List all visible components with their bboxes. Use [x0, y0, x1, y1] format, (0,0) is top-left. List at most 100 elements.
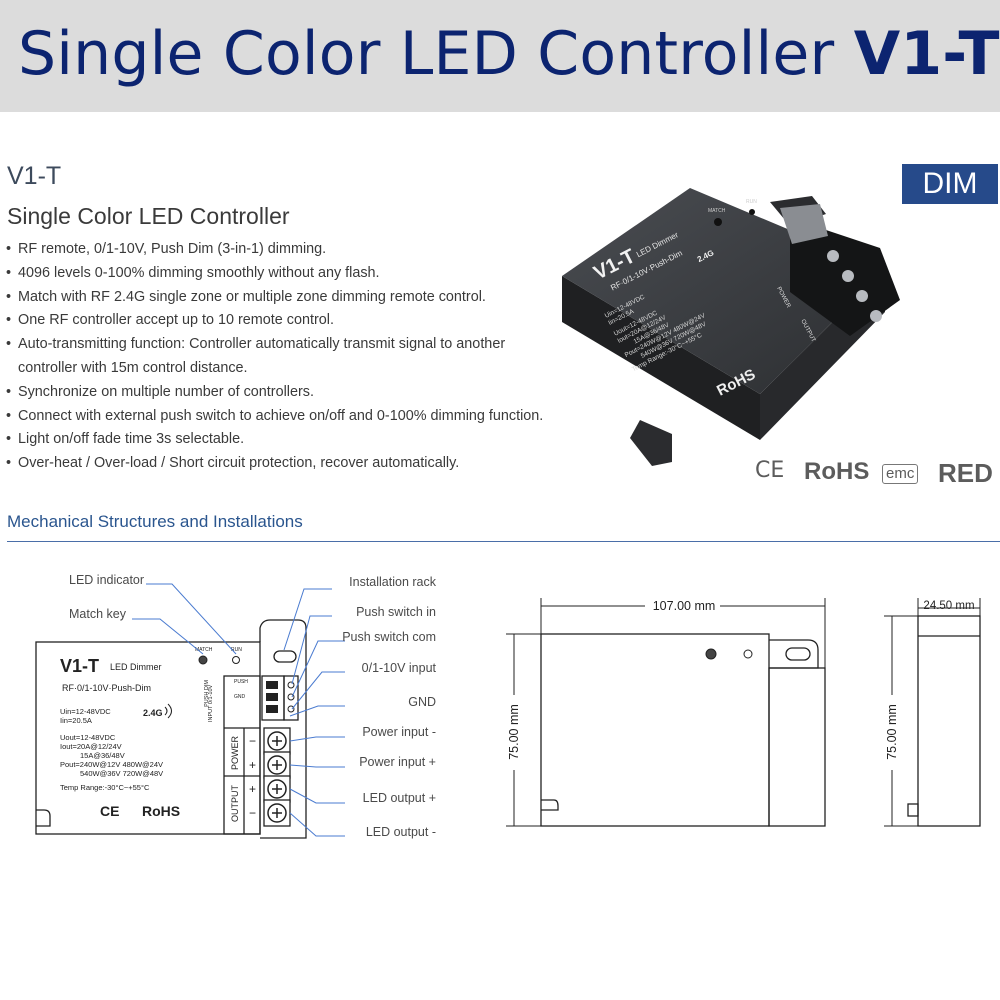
feature-item: Match with RF 2.4G single zone or multip…: [6, 286, 566, 310]
feature-item: 4096 levels 0-100% dimming smoothly with…: [6, 262, 566, 286]
device-spec: Pout=240W@12V 480W@24V: [60, 760, 163, 769]
device-match-label: MATCH: [195, 647, 213, 653]
feature-item: One RF controller accept up to 10 remote…: [6, 309, 566, 333]
pin-hole: [287, 681, 295, 689]
device-spec: Uout=12-48VDC: [60, 733, 116, 742]
side-view-outline: [907, 615, 981, 827]
rohs-mark: RoHS: [804, 458, 870, 485]
device-spec: Temp Range:-30°C~+55°C: [60, 783, 150, 792]
side-view-body: [917, 615, 981, 827]
photo-run-label: RUN: [746, 199, 757, 205]
banner-title: Single Color LED Controller V1-T: [18, 19, 1000, 89]
wifi-icon: [164, 703, 172, 719]
mechanical-section-title: Mechanical Structures and Installations: [7, 512, 303, 531]
callout-led-indicator: LED indicator: [69, 573, 144, 587]
device-spec: Uin=12-48VDC: [60, 707, 111, 716]
ce-mark: CE: [755, 458, 785, 483]
terminal-plus: +: [249, 758, 256, 772]
front-view-rack: [769, 639, 819, 669]
device-rf: 2.4G: [143, 708, 163, 718]
installation-rack: [259, 619, 307, 839]
front-width-dim: 107.00 mm: [653, 599, 716, 613]
photo-match-label: MATCH: [708, 208, 726, 214]
device-brand: V1-T: [60, 656, 99, 676]
callout-led-output-plus: LED output +: [363, 791, 436, 805]
feature-item: Connect with external push switch to ach…: [6, 405, 566, 429]
device-run-label: RUN: [231, 647, 242, 653]
device-spec: 540W@36V 720W@48V: [80, 769, 163, 778]
run-led: [749, 209, 755, 215]
push-dim-tag: PUSH DIM: [204, 680, 210, 707]
feature-item: Synchronize on multiple number of contro…: [6, 381, 566, 405]
callout-push-switch-in: Push switch in: [356, 605, 436, 619]
callout-led-output-minus: LED output -: [366, 825, 436, 839]
terminal-plus: +: [249, 782, 256, 796]
device-spec: 15A@36/48V: [80, 751, 125, 760]
front-view-led: [743, 649, 753, 659]
terminal-panel: [223, 675, 261, 835]
front-height-dim: 75.00 mm: [507, 704, 521, 760]
front-view-outline: [540, 633, 826, 827]
callout-installation-rack: Installation rack: [349, 575, 437, 589]
connector-pins: [266, 681, 295, 713]
callout-push-switch-com: Push switch com: [342, 630, 436, 644]
red-mark: RED: [938, 458, 993, 488]
pin: [266, 693, 278, 701]
feature-item: Light on/off fade time 3s selectable.: [6, 428, 566, 452]
match-key: [198, 655, 208, 665]
terminal-screw: [827, 250, 839, 262]
title-banner: Single Color LED Controller V1-T: [0, 0, 1000, 112]
feature-item: Auto-transmitting function: Controller a…: [6, 333, 566, 381]
callout-dim-input: 0/1-10V input: [362, 661, 437, 675]
banner-model: V1-T: [853, 19, 1000, 89]
side-height-dim: 75.00 mm: [885, 704, 899, 760]
gnd-tag: GND: [234, 694, 246, 700]
dim-badge: DIM: [902, 164, 998, 204]
front-view-body: [540, 633, 770, 827]
feature-list: RF remote, 0/1-10V, Push Dim (3-in-1) di…: [6, 238, 566, 476]
callout-match-key: Match key: [69, 607, 127, 621]
device-type: LED Dimmer: [110, 662, 162, 672]
emc-mark: emc: [882, 464, 919, 484]
screw-terminals: [263, 727, 291, 827]
side-width-dim: 24.50 mm: [923, 600, 974, 612]
front-view-key: [705, 648, 717, 660]
device-ce: CE: [100, 803, 119, 819]
front-dimension-lines: [506, 598, 826, 827]
device-modes: RF·0/1-10V·Push-Dim: [62, 683, 151, 693]
pin: [266, 705, 278, 713]
feature-item: Over-heat / Over-load / Short circuit pr…: [6, 452, 566, 476]
terminal-screw: [870, 310, 882, 322]
output-tag: OUTPUT: [230, 785, 240, 823]
callout-power-input-minus: Power input -: [362, 725, 436, 739]
front-view-terminal: [768, 667, 826, 827]
callout-power-input-plus: Power input +: [359, 755, 436, 769]
device-spec: Iout=20A@12/24V: [60, 742, 122, 751]
led-indicator: [232, 656, 240, 664]
terminal-minus: −: [249, 734, 256, 748]
side-dimension-lines: [884, 598, 981, 827]
rack-slot: [273, 650, 297, 663]
pin-hole: [287, 705, 295, 713]
product-subtitle: Single Color LED Controller: [7, 203, 290, 229]
push-connector: [780, 204, 828, 244]
device-outline: [35, 619, 307, 839]
model-name: V1-T: [7, 162, 62, 190]
input-tag: INPUT 0/1-10V: [208, 684, 214, 722]
terminal-screw: [856, 290, 868, 302]
push-tag: PUSH: [234, 679, 248, 685]
device-rohs: RoHS: [142, 803, 180, 819]
callout-leaders: [132, 583, 345, 837]
feature-item: RF remote, 0/1-10V, Push Dim (3-in-1) di…: [6, 238, 566, 262]
case-front-side: [562, 276, 760, 440]
pin-hole: [287, 693, 295, 701]
terminal-screw: [842, 270, 854, 282]
power-tag: POWER: [230, 735, 240, 770]
terminal-minus: −: [249, 806, 256, 820]
mount-tab-front: [630, 420, 672, 466]
section-divider: [7, 541, 1000, 542]
mount-tab: [36, 809, 51, 827]
callout-gnd: GND: [408, 695, 436, 709]
